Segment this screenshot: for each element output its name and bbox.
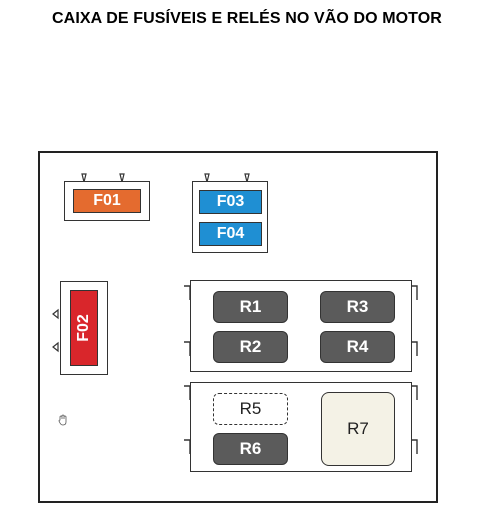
diagram-title: CAIXA DE FUSÍVEIS E RELÉS NO VÃO DO MOTO… [52, 10, 442, 27]
relay-r1: R1 [213, 291, 288, 323]
relay-r7: R7 [321, 392, 395, 466]
relay-r6: R6 [213, 433, 288, 465]
relay-r4: R4 [320, 331, 395, 363]
relay-r3: R3 [320, 291, 395, 323]
fuse-f02-label: F02 [75, 314, 93, 342]
fuse-f01: F01 [73, 189, 141, 213]
hand-cursor-icon [57, 414, 69, 429]
relay-r2: R2 [213, 331, 288, 363]
relay-slot-r5: R5 [213, 393, 288, 425]
fuse-f03: F03 [199, 190, 262, 214]
fuse-f04: F04 [199, 222, 262, 246]
fuse-f02: F02 [70, 290, 98, 366]
